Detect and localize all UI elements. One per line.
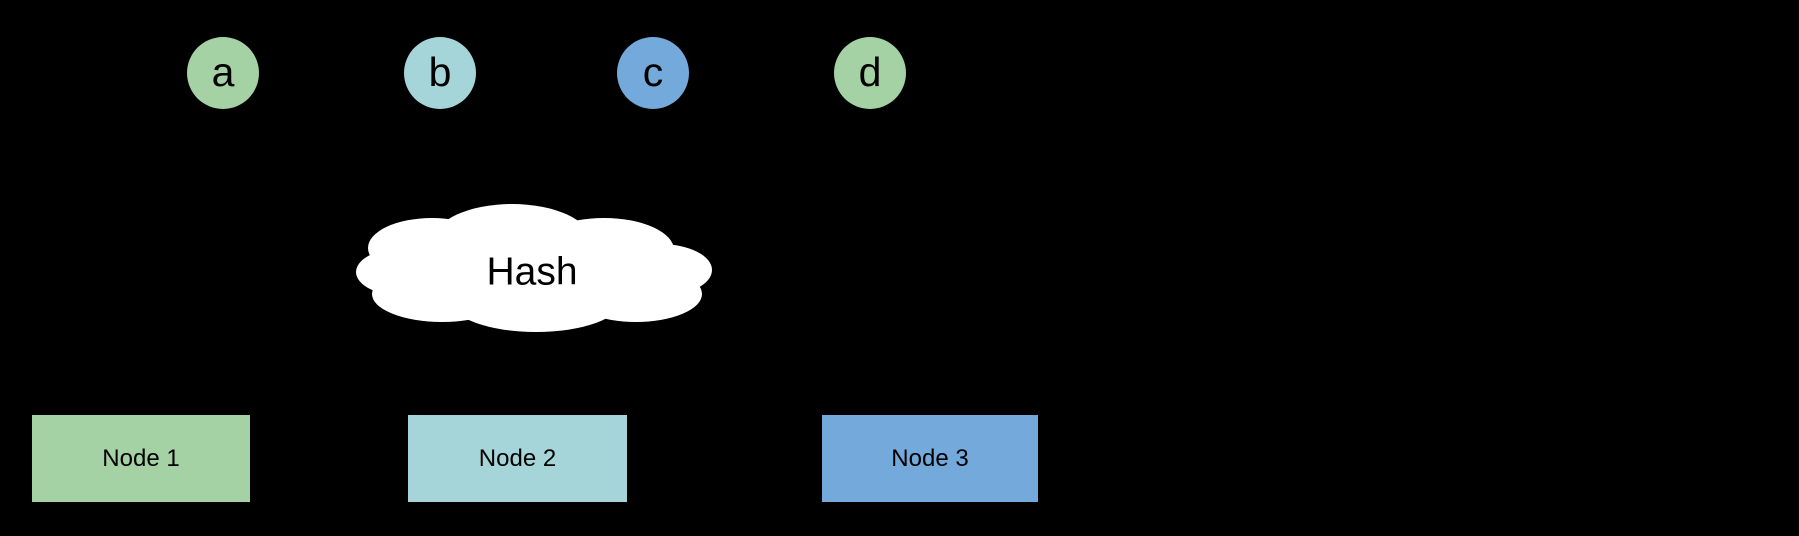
node-box-2-label: Node 2 (478, 444, 557, 472)
key-circle-a-label: a (211, 48, 235, 95)
key-circle-a[interactable]: a (187, 37, 259, 109)
key-circle-d[interactable]: d (834, 37, 906, 109)
node-box-3[interactable]: Node 3 (822, 415, 1038, 502)
node-box-3-label: Node 3 (891, 444, 969, 472)
node-box-2[interactable]: Node 2 (408, 415, 627, 502)
key-circle-d-label: d (858, 48, 882, 95)
key-circle-c-label: c (642, 48, 664, 95)
node-box-1-label: Node 1 (102, 444, 180, 472)
node-box-1[interactable]: Node 1 (32, 415, 250, 502)
key-circle-c[interactable]: c (617, 37, 689, 109)
key-circle-b[interactable]: b (404, 37, 476, 109)
hash-cloud-shape (356, 204, 712, 332)
key-circle-b-label: b (428, 48, 452, 95)
